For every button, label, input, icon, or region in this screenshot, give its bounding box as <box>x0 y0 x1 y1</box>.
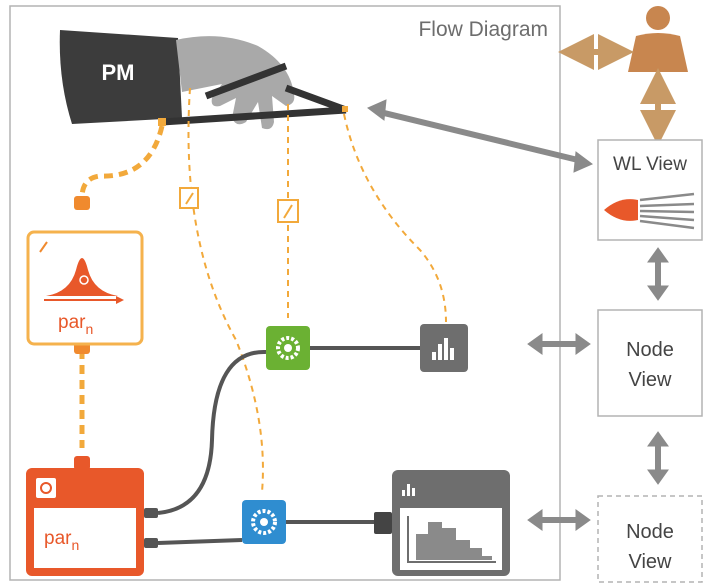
wl-view-label: WL View <box>613 154 687 175</box>
fan-icon <box>604 192 695 230</box>
wrench-icon <box>39 241 48 253</box>
node-view-panel-dashed[interactable]: Node View <box>597 495 703 583</box>
node-view-label-line2: View <box>629 551 673 573</box>
gear-icon <box>251 509 277 535</box>
flow-diagram-title: Flow Diagram <box>418 18 548 41</box>
control-strings <box>187 87 447 493</box>
wrench-icon <box>277 199 299 223</box>
histogram-icon <box>432 338 454 360</box>
wrench-icon <box>179 187 199 209</box>
histogram-icon <box>402 484 415 496</box>
svg-text:parn: parn <box>58 312 93 337</box>
person-icon <box>628 6 688 72</box>
target-icon <box>79 275 89 285</box>
wl-view-panel[interactable]: WL View <box>597 139 703 241</box>
pm-label: PM <box>102 60 135 85</box>
pm-string-thick <box>79 125 165 448</box>
histogram-chart <box>416 522 492 560</box>
param-box-top-subscript: n <box>85 321 93 337</box>
histogram-node-large[interactable] <box>374 470 510 576</box>
param-box-bottom-subscript: n <box>71 537 79 553</box>
view-arrows <box>367 99 669 531</box>
node-view-label-line1: Node <box>626 339 674 361</box>
histogram-node-small[interactable] <box>420 324 468 372</box>
pm-hand-icon: PM <box>59 30 348 130</box>
node-view-panel[interactable]: Node View <box>597 309 703 417</box>
param-box-bottom[interactable]: parn <box>26 456 158 576</box>
gear-node-blue[interactable] <box>242 500 286 544</box>
gear-node-green[interactable] <box>266 326 310 370</box>
gear-icon <box>276 336 300 360</box>
param-box-top[interactable]: parn <box>26 196 144 354</box>
svg-text:parn: parn <box>44 528 79 553</box>
node-view-label-line2: View <box>629 369 673 391</box>
param-box-top-label: par <box>58 312 86 333</box>
flow-diagram-frame <box>9 5 561 581</box>
target-icon <box>36 478 56 498</box>
person-arrows <box>558 34 676 146</box>
param-box-bottom-label: par <box>44 528 72 549</box>
node-view-label-line1: Node <box>626 521 674 543</box>
